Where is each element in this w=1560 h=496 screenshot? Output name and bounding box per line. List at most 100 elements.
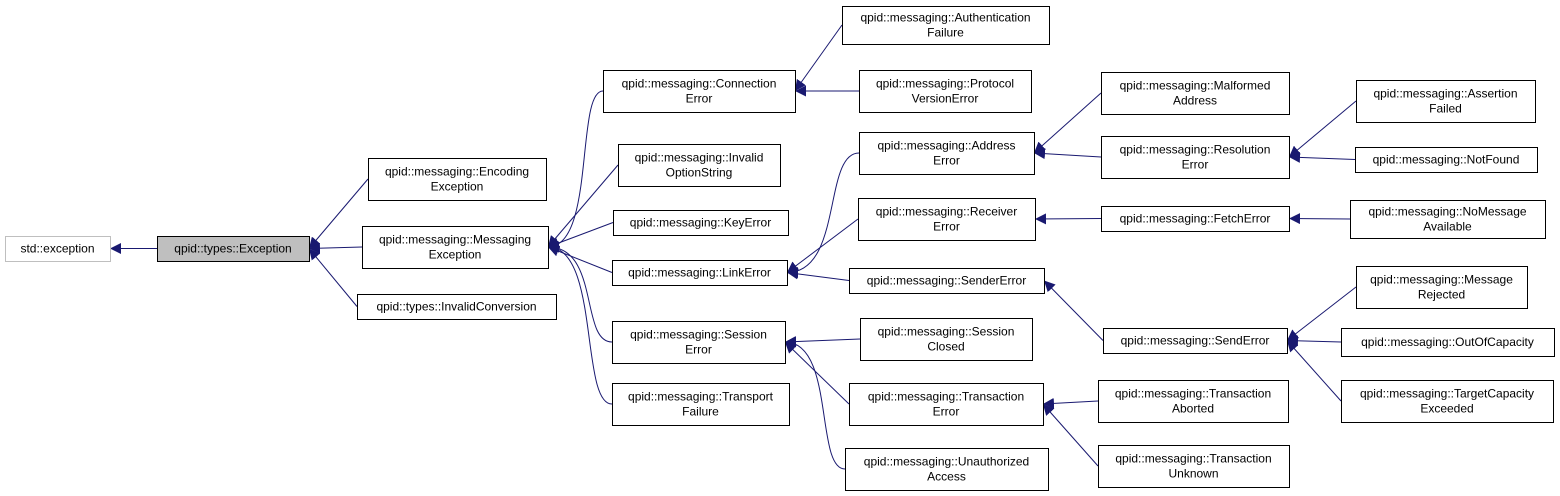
class-node-label: qpid::messaging::Transaction <box>868 390 1024 404</box>
class-node-invalid-conversion[interactable]: qpid::types::InvalidConversion <box>357 294 557 320</box>
class-node-box <box>1101 206 1290 232</box>
class-node-not-found[interactable]: qpid::messaging::NotFound <box>1355 147 1538 173</box>
class-node-label: qpid::messaging::Session <box>630 328 767 342</box>
class-node-label: qpid::messaging::Session <box>878 325 1015 339</box>
inheritance-edge-no_message_available-to-fetch_error <box>1288 213 1351 225</box>
class-node-label: qpid::messaging::Receiver <box>876 205 1017 219</box>
inheritance-edge-resolution_error-to-address_error <box>1033 148 1102 160</box>
inheritance-edge-target_capacity_exceeded-to-send_error <box>1286 340 1342 402</box>
class-node-label: qpid::messaging::SendError <box>1121 334 1270 348</box>
class-node-box <box>859 70 1032 113</box>
class-node-label: qpid::messaging::Messaging <box>379 233 531 247</box>
class-node-label: Exceeded <box>1420 402 1473 416</box>
class-node-box <box>5 236 111 262</box>
class-node-box <box>618 144 781 187</box>
class-node-box <box>1101 136 1290 179</box>
inheritance-edge-key_error-to-messaging_exception <box>547 222 614 249</box>
class-node-fetch-error[interactable]: qpid::messaging::FetchError <box>1101 206 1290 232</box>
inheritance-edge-not_found-to-resolution_error <box>1288 151 1356 163</box>
class-node-box <box>845 448 1049 491</box>
inheritance-edge-session_closed-to-session_error <box>784 336 861 348</box>
inheritance-edge-send_error-to-sender_error <box>1043 280 1104 341</box>
class-node-box <box>603 70 796 113</box>
class-node-box <box>1103 328 1288 354</box>
inheritance-edge-message_rejected-to-send_error <box>1286 286 1357 341</box>
class-node-label: Address <box>1173 94 1217 108</box>
class-node-box <box>849 383 1044 426</box>
class-node-label: qpid::messaging::KeyError <box>630 216 771 230</box>
class-node-box <box>368 158 547 201</box>
class-node-label: qpid::types::InvalidConversion <box>376 300 536 314</box>
inheritance-edge-invalid_option_string-to-messaging_exception <box>547 164 619 248</box>
class-node-label: Closed <box>927 340 964 354</box>
class-node-send-error[interactable]: qpid::messaging::SendError <box>1103 328 1288 354</box>
inheritance-edge-connection_error-to-messaging_exception <box>547 90 604 253</box>
class-node-box <box>1350 200 1546 239</box>
inheritance-edge-malformed_address-to-address_error <box>1033 92 1102 154</box>
class-node-label: Error <box>1182 158 1209 172</box>
class-node-box <box>1355 147 1538 173</box>
class-node-box <box>860 318 1033 361</box>
class-node-out-of-capacity[interactable]: qpid::messaging::OutOfCapacity <box>1341 328 1555 357</box>
class-node-label: VersionError <box>912 92 979 106</box>
inheritance-edge-messaging_exception-to-types_exception <box>308 242 363 254</box>
class-node-box <box>357 294 557 320</box>
class-node-label: Failure <box>927 26 964 40</box>
inheritance-edges <box>110 24 1357 470</box>
class-node-std-exception[interactable]: std::exception <box>5 236 111 262</box>
class-node-label: Available <box>1423 220 1472 234</box>
class-node-box <box>612 260 788 286</box>
inheritance-edge-out_of_capacity-to-send_error <box>1286 335 1342 347</box>
class-node-sender-error[interactable]: qpid::messaging::SenderError <box>849 268 1045 294</box>
class-node-label: qpid::messaging::NotFound <box>1373 153 1520 167</box>
class-node-label: qpid::messaging::Transaction <box>1115 387 1271 401</box>
class-node-label: qpid::messaging::Unauthorized <box>864 455 1029 469</box>
inheritance-edge-session_error-to-messaging_exception <box>547 241 613 343</box>
class-node-box <box>1341 380 1554 423</box>
inheritance-edge-link_error-to-messaging_exception <box>547 245 613 273</box>
class-node-label: qpid::messaging::Resolution <box>1120 143 1271 157</box>
class-node-label: qpid::messaging::Transaction <box>1115 452 1271 466</box>
class-node-label: Error <box>933 154 960 168</box>
class-node-label: qpid::messaging::Address <box>877 139 1015 153</box>
class-node-link-error[interactable]: qpid::messaging::LinkError <box>612 260 788 286</box>
class-node-types-exception[interactable]: qpid::types::Exception <box>157 236 310 262</box>
class-node-box <box>858 198 1036 241</box>
class-node-box <box>1098 380 1289 423</box>
inheritance-edge-sender_error-to-link_error <box>786 268 850 281</box>
class-node-label: qpid::messaging::SenderError <box>867 274 1026 288</box>
class-node-box <box>1356 80 1536 123</box>
class-node-label: Error <box>933 405 960 419</box>
class-node-key-error[interactable]: qpid::messaging::KeyError <box>613 210 789 236</box>
class-node-label: Exception <box>431 180 484 194</box>
class-node-box <box>1356 266 1528 309</box>
inheritance-edge-assertion_failed-to-resolution_error <box>1288 100 1357 158</box>
class-node-box <box>612 321 786 364</box>
class-node-label: qpid::messaging::Transport <box>628 390 774 404</box>
inheritance-edge-fetch_error-to-receiver_error <box>1034 213 1102 225</box>
class-node-label: Failed <box>1429 102 1462 116</box>
